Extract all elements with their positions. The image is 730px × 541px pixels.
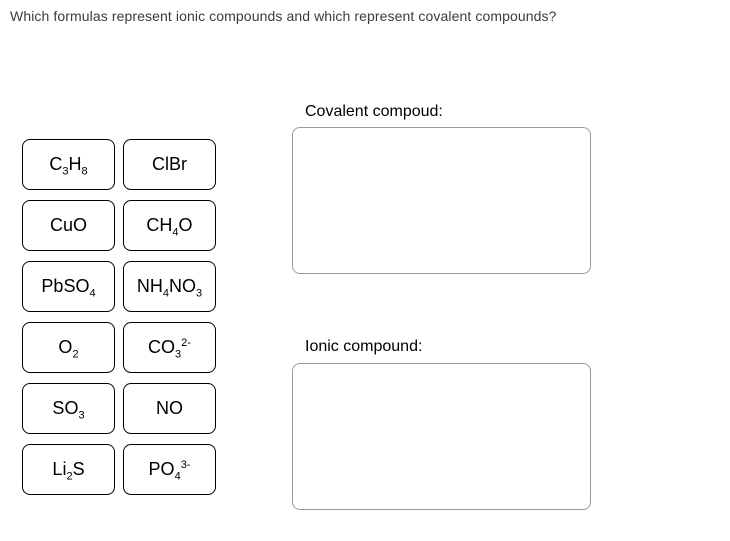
formula-text: SO3: [52, 398, 85, 422]
formula-text: CuO: [49, 215, 88, 235]
formula-text: C3H8: [49, 154, 88, 178]
question-title: Which formulas represent ionic compounds…: [10, 8, 557, 24]
formula-tile-li2s[interactable]: Li2S: [22, 444, 115, 495]
formula-text: NO: [155, 398, 183, 418]
ionic-zone-label: Ionic compound:: [305, 338, 423, 355]
formula-text: NH4NO3: [136, 276, 203, 300]
formula-tile-co3[interactable]: CO32-: [123, 322, 216, 373]
formula-text: PO43-: [148, 459, 191, 483]
formula-tile-so3[interactable]: SO3: [22, 383, 115, 434]
formula-text: ClBr: [151, 154, 187, 174]
formula-tile-pbso4[interactable]: PbSO4: [22, 261, 115, 312]
formula-text: PbSO4: [41, 276, 96, 300]
formula-tile-c3h8[interactable]: C3H8: [22, 139, 115, 190]
formula-tile-nh4no3[interactable]: NH4NO3: [123, 261, 216, 312]
formula-tile-no[interactable]: NO: [123, 383, 216, 434]
formula-text: CO32-: [148, 337, 191, 361]
covalent-zone-label: Covalent compoud:: [305, 103, 443, 120]
formula-tile-ch4o[interactable]: CH4O: [123, 200, 216, 251]
formula-tile-o2[interactable]: O2: [22, 322, 115, 373]
formula-tile-po4[interactable]: PO43-: [123, 444, 216, 495]
formula-text: Li2S: [52, 459, 85, 483]
ionic-dropzone[interactable]: [292, 363, 591, 510]
formula-text: CH4O: [146, 215, 193, 239]
formula-tile-clbr[interactable]: ClBr: [123, 139, 216, 190]
covalent-dropzone[interactable]: [292, 127, 591, 274]
formula-text: O2: [58, 337, 79, 361]
formula-tile-cuo[interactable]: CuO: [22, 200, 115, 251]
